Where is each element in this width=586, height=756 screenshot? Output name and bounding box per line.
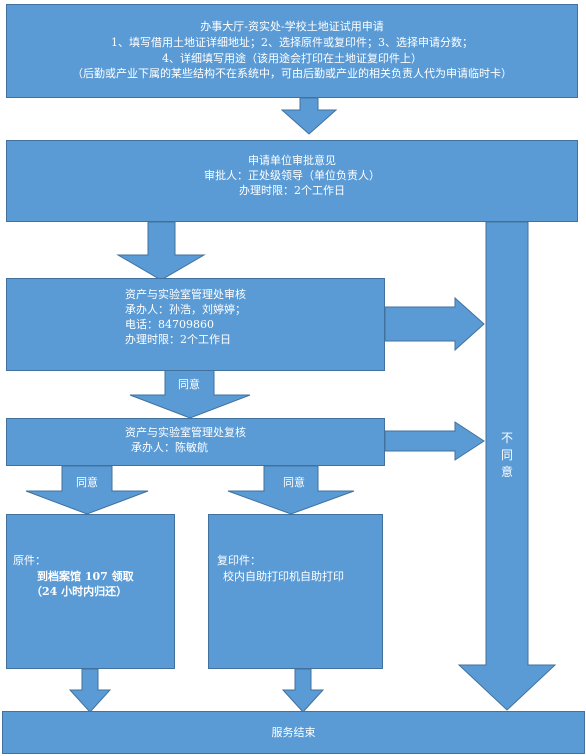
arrow-box3-to-disagree [384, 296, 485, 352]
box1-line2: 4、详细填写用途（该用途会打印在土地证复印件上） [162, 52, 422, 65]
label-agree-2: 同意 [178, 378, 200, 391]
arrow-box3-to-box4 [129, 369, 251, 419]
box3-handler: 承办人：孙浩，刘婷婷； [125, 303, 246, 316]
arrow-box6-to-end [281, 668, 325, 713]
arrow-box4-to-disagree [384, 421, 485, 461]
box4-title: 资产与实验室管理处复核 [125, 426, 246, 439]
box5-line2: （24 小时内归还） [31, 585, 128, 598]
label-disagree-3: 意 [501, 465, 514, 479]
box5-line1: 到档案馆 107 领取 [37, 570, 134, 583]
box6-label: 复印件： [217, 554, 261, 567]
label-agree-4: 同意 [283, 476, 305, 489]
label-agree-3: 同意 [76, 476, 98, 489]
box2-approver: 审批人：正处级领导（单位负责人） [204, 169, 380, 182]
box-service-end: 服务结束 [2, 711, 585, 754]
arrow-box4-to-box5 [25, 465, 149, 515]
box-photocopy: 复印件： 校内自助打印机自助打印 [208, 514, 383, 669]
arrow-box2-to-box3 [116, 221, 206, 281]
box2-time: 办理时限：2个工作日 [239, 184, 345, 197]
box1-line1: 1、填写借用土地证详细地址；2、选择原件或复印件；3、选择申请分数； [111, 36, 473, 49]
box-asset-recheck: 资产与实验室管理处复核 承办人：陈敏航 [6, 418, 385, 466]
box4-handler: 承办人：陈敏航 [131, 441, 208, 454]
arrow-box5-to-end [68, 668, 112, 713]
box6-line1: 校内自助打印机自助打印 [223, 570, 344, 583]
box5-label: 原件： [13, 554, 46, 567]
arrow-box4-to-box6 [227, 465, 355, 515]
box1-title: 办事大厅-资实处-学校土地证试用申请 [200, 20, 384, 33]
box1-line3: （后勤或产业下属的某些结构不在系统中，可由后勤或产业的相关负责人代为申请临时卡） [72, 67, 512, 80]
box-application-start: 办事大厅-资实处-学校土地证试用申请 1、填写借用土地证详细地址；2、选择原件或… [6, 4, 578, 98]
arrow-disagree-column [457, 221, 557, 711]
box-asset-review: 资产与实验室管理处审核 承办人：孙浩，刘婷婷； 电话：84709860 办理时限… [6, 278, 385, 371]
box2-title: 申请单位审批意见 [248, 154, 336, 167]
label-disagree-2: 同 [501, 448, 514, 462]
box7-text: 服务结束 [271, 726, 316, 739]
arrow-box1-to-box2 [280, 97, 338, 135]
box3-title: 资产与实验室管理处审核 [125, 288, 246, 301]
box-unit-approval: 申请单位审批意见 审批人：正处级领导（单位负责人） 办理时限：2个工作日 [6, 140, 578, 222]
box3-phone: 电话：84709860 [125, 318, 214, 331]
box-original-copy: 原件： 到档案馆 107 领取 （24 小时内归还） [6, 514, 175, 669]
box3-time: 办理时限：2个工作日 [125, 333, 231, 346]
label-agree-1: 同意 [176, 236, 198, 249]
label-disagree-1: 不 [501, 431, 514, 445]
